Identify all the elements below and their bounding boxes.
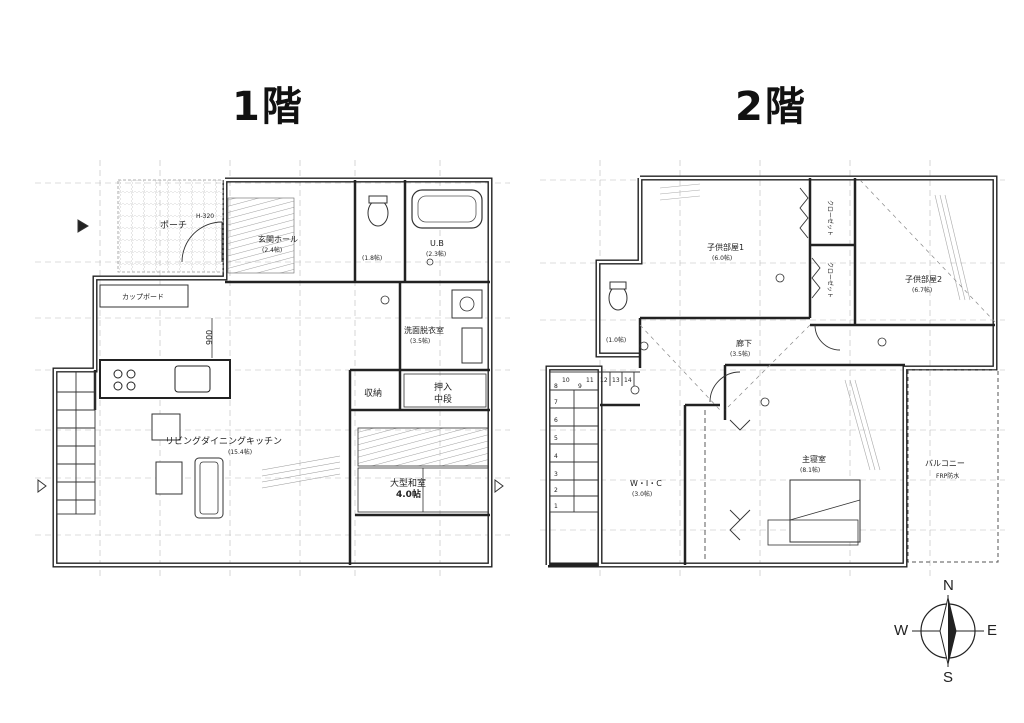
label-hall: 廊下 [736,338,752,348]
dining-table [155,461,183,495]
svg-text:13: 13 [612,377,620,384]
label-cupboard: カップボード [122,293,164,301]
svg-text:3: 3 [554,471,558,478]
toilet-1-icon [367,199,389,227]
label-master-area: (8.1帖) [800,466,820,474]
svg-text:10: 10 [562,377,570,384]
label-washitsu: 大型和室 [390,477,426,489]
svg-text:4: 4 [554,453,558,460]
label-dim-h: H-320 [196,213,214,220]
oshiire-closet [403,373,487,408]
floor-title-first: 1階 [232,84,304,130]
label-master: 主寝室 [802,454,826,464]
stair-numbers-2f: 10 11 12 13 14 1 2 3 4 5 6 7 8 9 [554,377,632,510]
ldk-floor-hatch [261,455,341,489]
balcony-outline [907,369,999,563]
label-bath: U.B [430,239,444,248]
bathtub-icon [411,189,483,229]
label-dressing-area: (3.5帖) [410,337,430,345]
toilet-2-icon [608,285,628,311]
svg-text:12: 12 [600,377,608,384]
closet-b-doors [811,257,821,299]
label-child2-area: (6.7帖) [912,286,932,294]
svg-text:7: 7 [554,399,558,406]
washbasin-icon [451,289,483,319]
label-closet-b: クローゼット [826,262,834,298]
label-toilet1-area: (1.8帖) [362,254,382,262]
master-bed [789,479,861,543]
label-ldk: リビングダイニングキッチン [165,435,282,447]
floor-title-second: 2階 [735,84,807,130]
sofa [194,457,224,519]
stairs-2f [549,371,640,513]
compass-rose [912,595,984,667]
label-porch: ポーチ [160,220,187,231]
compass-south-label: S [943,669,954,686]
washing-machine-icon [461,327,483,364]
svg-text:14: 14 [624,377,632,384]
label-child2: 子供部屋2 [905,274,942,284]
label-storage: 収納 [364,387,382,399]
dining-chair [151,413,181,441]
label-oshiire: 押入 [434,381,452,393]
label-toilet2-area: (1.0帖) [606,336,626,344]
label-child1-area: (6.0帖) [712,254,732,262]
label-hall-area: (3.5帖) [730,350,750,358]
label-child1: 子供部屋1 [707,242,744,252]
label-wic: W・I・C [630,479,662,488]
svg-text:5: 5 [554,435,558,442]
compass-west-label: W [894,622,909,639]
closet-a-doors [799,187,809,239]
porch-tile [117,179,224,273]
label-wic-area: (3.0帖) [632,490,652,498]
svg-text:1: 1 [554,503,558,510]
stairs-1f [56,371,96,515]
genkan-floor [227,197,295,274]
label-ldk-area: (15.4帖) [228,448,252,456]
label-bath-area: (2.3帖) [426,250,446,258]
compass-north-label: N [943,577,954,594]
svg-text:6: 6 [554,417,558,424]
svg-text:8: 8 [554,383,558,390]
walls-1f [52,177,493,568]
label-genkan: 玄関ホール [258,234,298,244]
label-balcony-sub: FRP防水 [936,472,959,480]
entrance-door-swing [181,221,223,263]
label-washitsu-area: 4.0帖 [396,488,421,500]
cupboard-unit [99,284,189,308]
label-genkan-area: (2.4帖) [262,246,282,254]
label-balcony: バルコニー [925,459,965,468]
walls-2f [545,175,998,568]
svg-text:2: 2 [554,487,558,494]
label-nakadana: 中段 [434,393,452,405]
tatami-room-mats [357,427,489,513]
label-dressing: 洗面脱衣室 [404,325,444,335]
svg-text:11: 11 [586,377,594,384]
label-dim-900: 900 [205,330,214,345]
svg-text:9: 9 [578,383,582,390]
label-closet-a: クローゼット [826,200,834,236]
compass-east-label: E [987,622,998,639]
